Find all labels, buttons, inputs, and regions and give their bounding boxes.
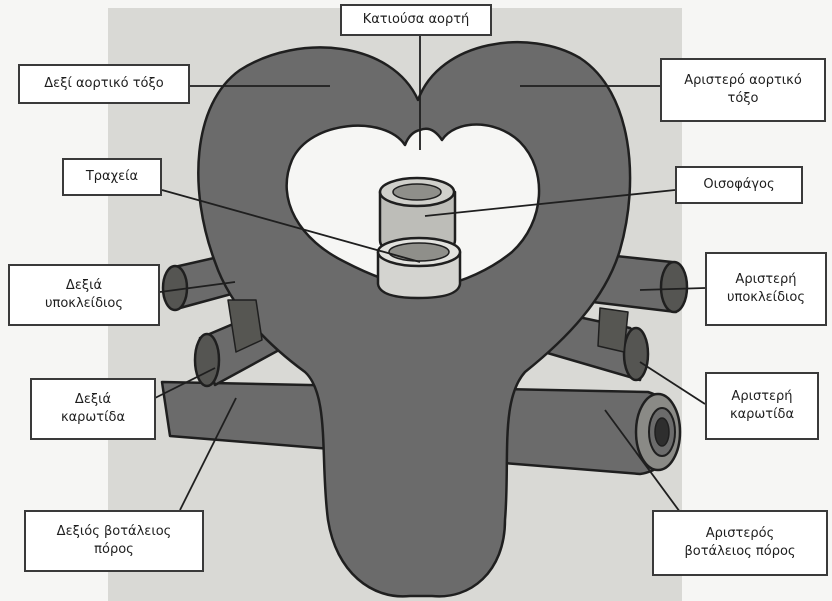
left-carotid-opening	[624, 328, 648, 380]
label-trachea: Τραχεία	[62, 158, 162, 196]
label-right-subclavian: Δεξιά υποκλείδιος	[8, 264, 160, 326]
label-right-carotid: Δεξιά καρωτίδα	[30, 378, 156, 440]
label-right-ductus: Δεξιός βοτάλειος πόρος	[24, 510, 204, 572]
label-left-ductus: Αριστερός βοτάλειος πόρος	[652, 510, 828, 576]
label-right-aortic-arch: Δεξί αορτικό τόξο	[18, 64, 190, 104]
label-esophagus: Οισοφάγος	[675, 166, 803, 204]
label-descending-aorta: Κατιούσα αορτή	[340, 4, 492, 36]
left-subclavian-opening	[661, 262, 687, 312]
label-left-subclavian: Αριστερή υποκλείδιος	[705, 252, 827, 326]
label-left-aortic-arch: Αριστερό αορτικό τόξο	[660, 58, 826, 122]
label-left-carotid: Αριστερή καρωτίδα	[705, 372, 819, 440]
right-carotid-opening	[195, 334, 219, 386]
